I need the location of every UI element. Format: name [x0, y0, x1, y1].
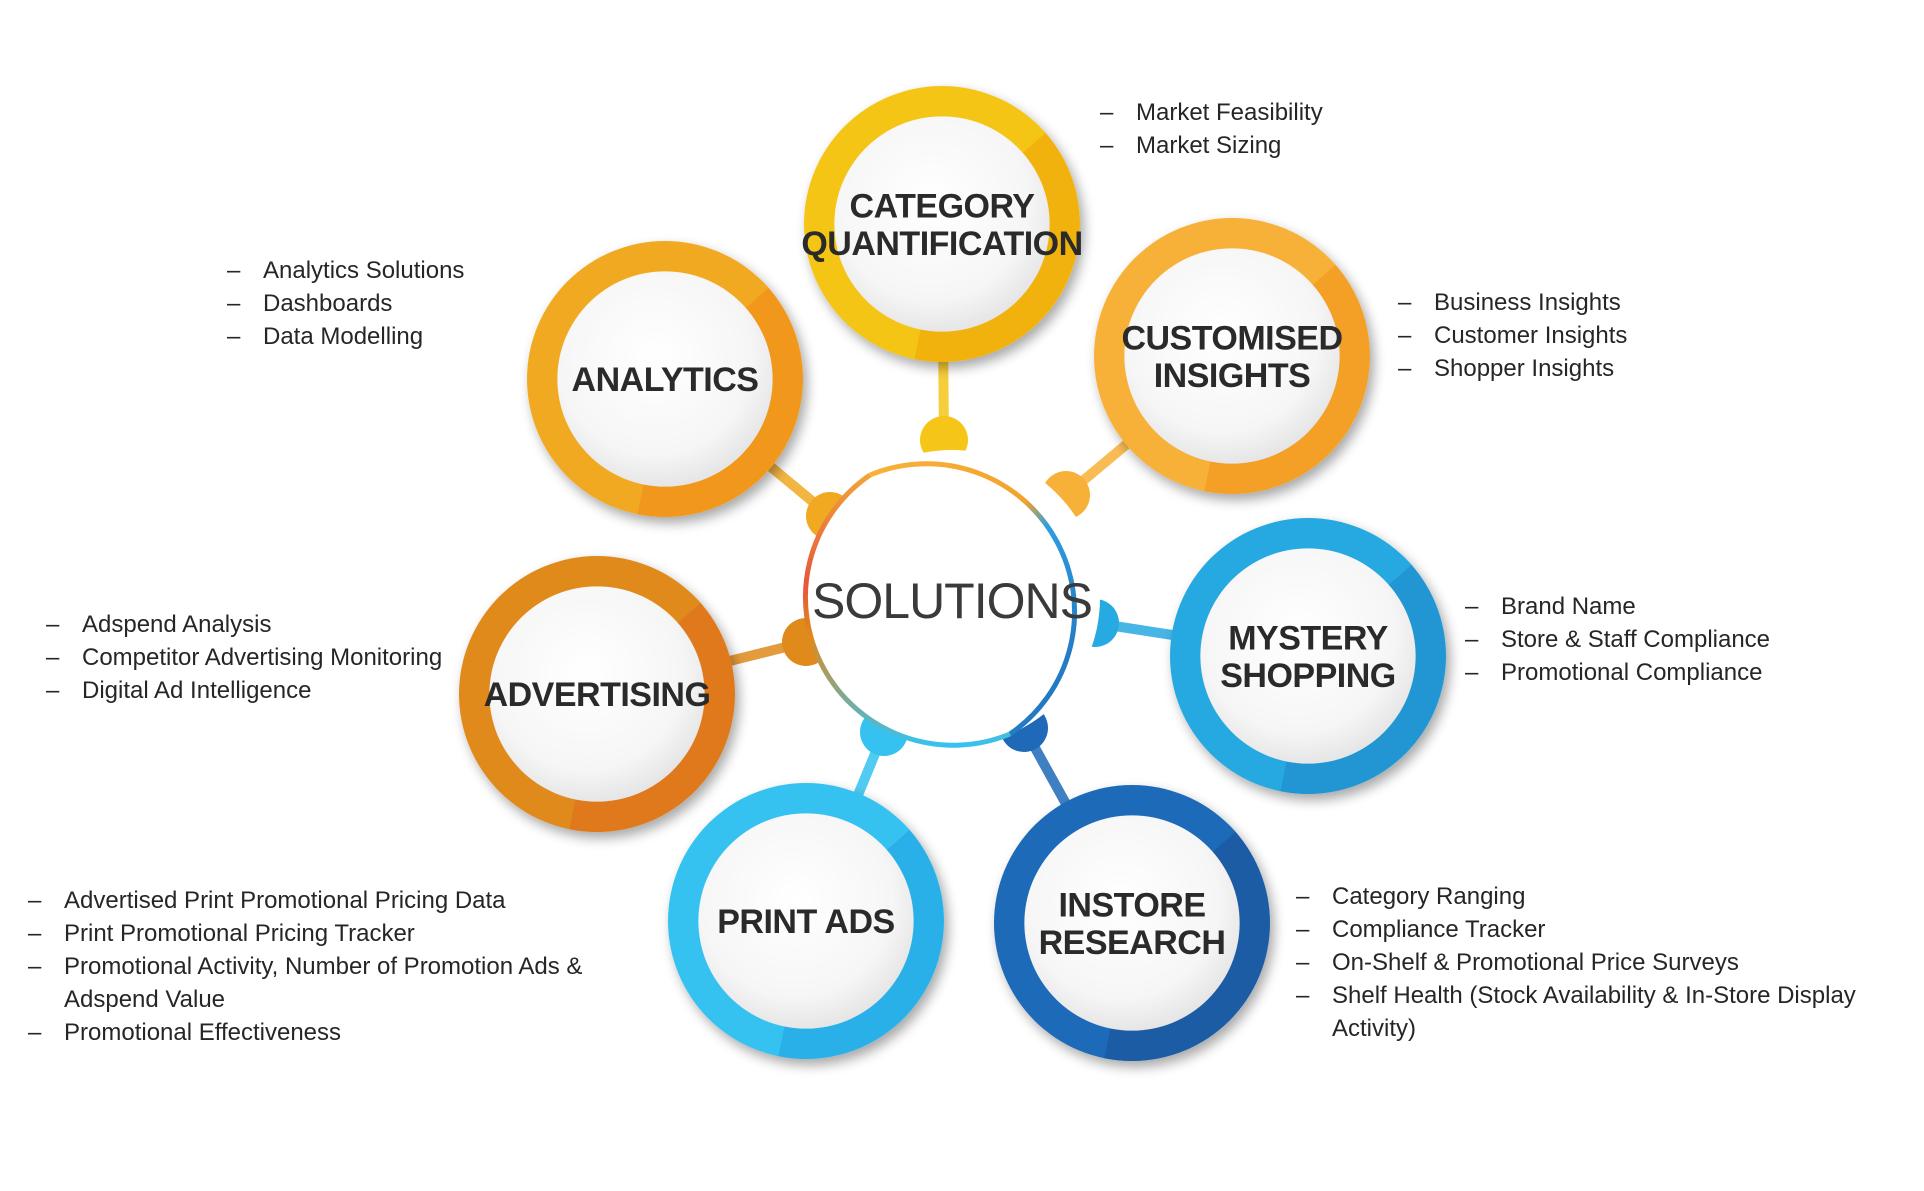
node-title-mystery-shopping-line-2: SHOPPING [1220, 657, 1395, 695]
node-disc-category-quantification [834, 116, 1050, 332]
list-item: On-Shelf & Promotional Price Surveys [1296, 946, 1896, 979]
node-disc-instore-research [1024, 815, 1240, 1031]
list-item: Business Insights [1398, 286, 1818, 319]
node-title-customised-insights-line-1: CUSTOMISED [1121, 320, 1342, 358]
list-item: Print Promotional Pricing Tracker [28, 917, 648, 950]
list-instore-research: Category RangingCompliance TrackerOn-She… [1296, 880, 1896, 1045]
node-mystery-shopping [1170, 518, 1446, 794]
node-disc-mystery-shopping [1200, 548, 1416, 764]
list-item: Shelf Health (Stock Availability & In-St… [1296, 979, 1896, 1045]
node-title-print-ads-line-1: PRINT ADS [717, 903, 894, 941]
list-item: Market Feasibility [1100, 96, 1520, 129]
node-title-instore-research-line-2: RESEARCH [1039, 924, 1226, 962]
list-item: Market Sizing [1100, 129, 1520, 162]
node-customised-insights [1094, 218, 1370, 494]
list-item: Analytics Solutions [227, 254, 547, 287]
node-disc-advertising [489, 586, 705, 802]
node-disc-print-ads [698, 813, 914, 1029]
list-item: Advertised Print Promotional Pricing Dat… [28, 884, 648, 917]
node-print-ads [668, 783, 944, 1059]
list-print-ads: Advertised Print Promotional Pricing Dat… [28, 884, 648, 1049]
list-item: Digital Ad Intelligence [46, 674, 516, 707]
list-item: Adspend Analysis [46, 608, 516, 641]
node-instore-research [994, 785, 1270, 1061]
list-item: Customer Insights [1398, 319, 1818, 352]
node-advertising [459, 556, 735, 832]
list-item: Competitor Advertising Monitoring [46, 641, 516, 674]
node-title-category-quantification-line-2: QUANTIFICATION [801, 225, 1082, 263]
list-item: Shopper Insights [1398, 352, 1818, 385]
center-ring-right-arc [869, 461, 1078, 737]
center-circle-fill [804, 450, 1100, 746]
list-advertising: Adspend AnalysisCompetitor Advertising M… [46, 608, 516, 707]
list-item: Compliance Tracker [1296, 913, 1896, 946]
center-ring-left-arc [802, 472, 1011, 748]
list-item: Category Ranging [1296, 880, 1896, 913]
node-title-customised-insights-line-2: INSIGHTS [1154, 357, 1311, 395]
node-title-analytics-line-1: ANALYTICS [572, 361, 759, 399]
node-disc-customised-insights [1124, 248, 1340, 464]
list-item: Brand Name [1465, 590, 1905, 623]
list-mystery-shopping: Brand NameStore & Staff CompliancePromot… [1465, 590, 1905, 689]
list-item: Data Modelling [227, 320, 547, 353]
list-item: Promotional Compliance [1465, 656, 1905, 689]
node-title-mystery-shopping-line-1: MYSTERY [1228, 620, 1388, 658]
list-category-quantification: Market FeasibilityMarket Sizing [1100, 96, 1520, 162]
center-title: SOLUTIONS [812, 573, 1092, 629]
node-title-advertising-line-1: ADVERTISING [484, 676, 711, 714]
list-customised-insights: Business InsightsCustomer InsightsShoppe… [1398, 286, 1818, 385]
node-title-instore-research-line-1: INSTORE [1058, 887, 1205, 925]
list-item: Promotional Activity, Number of Promotio… [28, 950, 648, 1016]
list-item: Promotional Effectiveness [28, 1016, 648, 1049]
node-disc-analytics [557, 271, 773, 487]
list-item: Store & Staff Compliance [1465, 623, 1905, 656]
list-item: Dashboards [227, 287, 547, 320]
node-title-category-quantification-line-1: CATEGORY [850, 188, 1036, 226]
list-analytics: Analytics SolutionsDashboardsData Modell… [227, 254, 547, 353]
node-category-quantification [804, 86, 1080, 362]
node-analytics [527, 241, 803, 517]
center-ring: SOLUTIONS [802, 450, 1100, 748]
